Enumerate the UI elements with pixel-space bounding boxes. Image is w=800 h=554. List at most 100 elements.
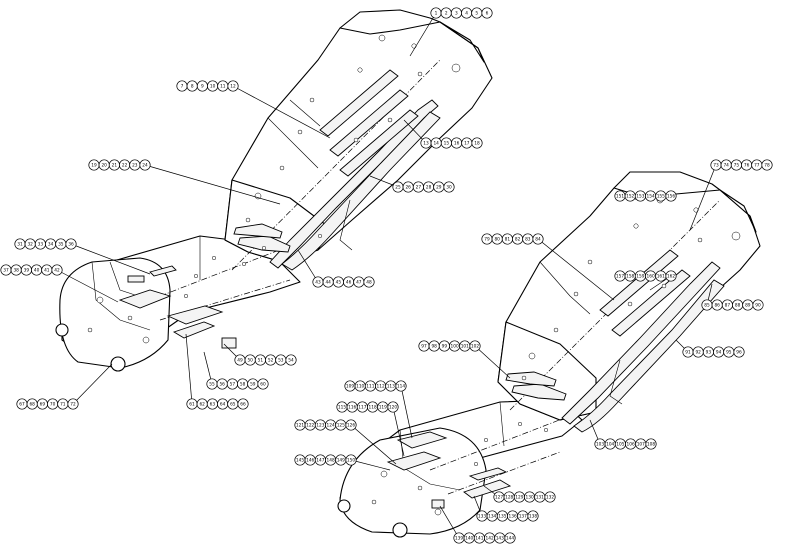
callout-label: 74 (723, 163, 729, 169)
callout-label: 161 (657, 274, 665, 280)
callout-label: 62 (199, 402, 205, 408)
callout-label: 102 (471, 344, 479, 350)
leader-line (409, 12, 437, 57)
callout-label: 90 (755, 303, 761, 309)
left-frame-assembly (55, 9, 493, 372)
callout-label: 56 (219, 382, 225, 388)
callout-label: 96 (736, 350, 742, 356)
callout-label: 23 (132, 163, 138, 169)
callout-label: 49 (237, 358, 243, 364)
callout-bubble (752, 299, 764, 311)
callout-label: 67 (19, 402, 25, 408)
callout-label: 65 (230, 402, 236, 408)
callout-bubble (285, 354, 297, 366)
callout-label: 154 (646, 194, 654, 200)
callout-label: 151 (616, 194, 624, 200)
callout-bubble (237, 398, 249, 410)
callout-label: 31 (17, 242, 23, 248)
callout-label: 138 (529, 514, 537, 520)
callout-bubble (532, 233, 544, 245)
callout-label: 70 (50, 402, 56, 408)
callout-label: 129 (515, 495, 523, 501)
callout-label: 88 (735, 303, 741, 309)
callout-label: 92 (695, 350, 701, 356)
callout-label: 132 (546, 495, 554, 501)
callout-label: 130 (525, 495, 533, 501)
callout-label: 146 (306, 458, 314, 464)
leader-line (185, 333, 193, 405)
callout-bubble (65, 238, 77, 250)
leader-line (350, 459, 391, 471)
callout-label: 94 (716, 350, 722, 356)
callout-label: 72 (70, 402, 76, 408)
callout-label: 110 (356, 384, 364, 390)
callout-label: 73 (713, 163, 719, 169)
callout-label: 159 (636, 274, 644, 280)
callout-label: 126 (347, 423, 355, 429)
callout-label: 122 (306, 423, 314, 429)
callout-label: 135 (498, 514, 506, 520)
callout-label: 115 (338, 405, 346, 411)
leader-line (439, 505, 460, 539)
callout-label: 53 (278, 358, 284, 364)
leader-line (232, 85, 331, 139)
callout-label: 97 (421, 344, 427, 350)
callout-bubble (504, 532, 516, 544)
callout-label: 16 (454, 141, 460, 147)
callout-label: 14 (433, 141, 439, 147)
callout-label: 145 (296, 458, 304, 464)
callout-bubble (139, 159, 151, 171)
callout-label: 142 (485, 536, 493, 542)
callout-label: 57 (230, 382, 236, 388)
callout-label: 50 (247, 358, 253, 364)
callout-label: 140 (465, 536, 473, 542)
callout-label: 22 (122, 163, 128, 169)
callout-label: 89 (745, 303, 751, 309)
callout-bubble (481, 7, 493, 19)
callout-label: 133 (478, 514, 486, 520)
callout-label: 60 (260, 382, 266, 388)
callout-label: 63 (210, 402, 216, 408)
callout-label: 52 (268, 358, 274, 364)
callout-label: 91 (685, 350, 691, 356)
callout-label: 8 (191, 84, 194, 90)
callout-label: 33 (38, 242, 44, 248)
leader-line (350, 424, 397, 465)
callout-bubble (363, 276, 375, 288)
leader-line (689, 164, 717, 231)
callout-label: 32 (27, 242, 33, 248)
callout-bubble (387, 401, 399, 413)
callout-label: 39 (24, 268, 30, 274)
callout-label: 27 (416, 185, 422, 191)
callout-bubble (345, 454, 357, 466)
leader-line (144, 164, 281, 205)
callout-label: 9 (201, 84, 204, 90)
callout-label: 34 (48, 242, 54, 248)
callout-label: 75 (734, 163, 740, 169)
callout-bubble (395, 380, 407, 392)
callout-label: 44 (325, 280, 331, 286)
leader-line (537, 238, 615, 301)
callout-label: 18 (474, 141, 480, 147)
callout-label: 4 (465, 11, 468, 17)
callout-bubble (227, 80, 239, 92)
callout-label: 30 (446, 185, 452, 191)
callout-label: 42 (54, 268, 60, 274)
callout-label: 48 (366, 280, 372, 286)
